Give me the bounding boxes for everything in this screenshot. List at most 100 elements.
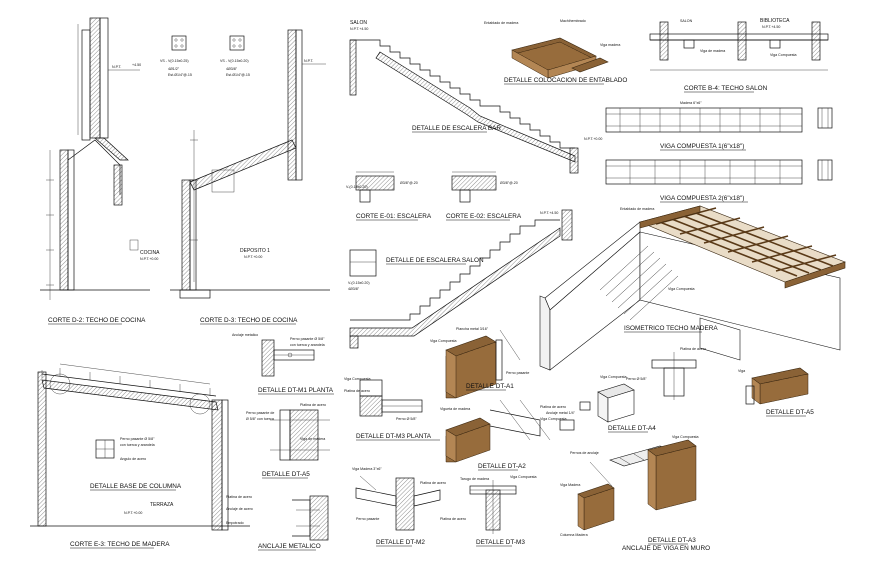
svg-text:VS - V(0.15x0.25): VS - V(0.15x0.25): [160, 59, 189, 63]
svg-text:Viga madera: Viga madera: [600, 43, 620, 47]
svg-text:Platina de acero: Platina de acero: [300, 403, 326, 407]
corte-d3-section: N.P.T. DEPOSITO 1 N.P.T.+0.00 CORTE D-3:…: [170, 29, 330, 325]
corte-b4-section: BIBLIOTECA N.P.T.+4.50 SALON Viga de mad…: [649, 18, 829, 93]
anclaje-metalico-title: ANCLAJE METALICO: [258, 543, 321, 550]
viga-compuesta-1: Madera 6"x6" VIGA COMPUESTA 1(6"x18"): [605, 101, 833, 151]
svg-text:Est.Ø1/4"@.15: Est.Ø1/4"@.15: [168, 73, 192, 77]
svg-text:Viga Compuesta: Viga Compuesta: [770, 53, 797, 57]
svg-text:con tuerca y arandela: con tuerca y arandela: [120, 443, 155, 447]
dt-m3-planta-title: DETALLE DT-M3 PLANTA: [356, 433, 432, 440]
svg-text:V-(0.15x0.20): V-(0.15x0.20): [348, 281, 370, 285]
dt-m1-planta-title: DETALLE DT-M1 PLANTA: [258, 387, 334, 394]
svg-text:Columna Madera: Columna Madera: [560, 533, 588, 537]
dt-m3: Tarugo de madera Viga Compuesta Platina …: [440, 475, 537, 547]
dt-a5-left-title: DETALLE DT-A5: [262, 471, 310, 478]
svg-text:N.P.T.+4.50: N.P.T.+4.50: [762, 25, 780, 29]
svg-text:Entablado de madera: Entablado de madera: [484, 21, 518, 25]
column-details: VS - V(0.15x0.25) 4Ø1/2" Est.Ø1/4"@.15 V…: [160, 35, 250, 77]
svg-text:Pernos de anclaje: Pernos de anclaje: [570, 451, 599, 455]
svg-text:Platina de acero: Platina de acero: [226, 495, 252, 499]
biblioteca-label: BIBLIOTECA: [760, 18, 790, 24]
svg-text:Viga Compuesta: Viga Compuesta: [600, 375, 627, 379]
svg-text:Viga Compuesta: Viga Compuesta: [510, 475, 537, 479]
svg-text:N.P.T.+4.50: N.P.T.+4.50: [540, 211, 558, 215]
svg-text:Viga de madera: Viga de madera: [300, 437, 325, 441]
escalera-bar-detail: SALON N.P.T.+4.50 N.P.T.+0.00 DETALLE DE…: [349, 20, 602, 174]
corte-e02-section: Ø3/8"@.20 CORTE E-02: ESCALERA: [446, 171, 522, 221]
svg-text:Vigueta de madera: Vigueta de madera: [440, 407, 470, 411]
svg-text:Madera 6"x6": Madera 6"x6": [680, 101, 702, 105]
svg-text:4Ø3/8": 4Ø3/8": [348, 287, 360, 291]
svg-text:4Ø1/2": 4Ø1/2": [168, 67, 180, 71]
svg-text:+4.50: +4.50: [132, 63, 141, 67]
dt-a3-subtitle: ANCLAJE DE VIGA EN MURO: [622, 545, 710, 552]
svg-text:Ø3/8"@.20: Ø3/8"@.20: [400, 181, 418, 185]
svg-text:Anclaje metal 1/4": Anclaje metal 1/4": [546, 411, 576, 415]
svg-text:Platina de acero: Platina de acero: [440, 517, 466, 521]
dt-a1: Plancha metal 3/16" Viga Compuesta Perno…: [430, 327, 529, 399]
svg-text:Viga Compuesta: Viga Compuesta: [430, 339, 457, 343]
svg-text:Perno pasante: Perno pasante: [356, 517, 379, 521]
viga-1-title: VIGA COMPUESTA 1(6"x18"): [660, 143, 744, 150]
svg-text:Perno pasante de: Perno pasante de: [246, 411, 274, 415]
dt-m3-planta: Viga Compuesta Platina de acero Perno Ø …: [344, 377, 440, 441]
dt-m3-title: DETALLE DT-M3: [476, 539, 525, 546]
terraza-label: TERRAZA: [150, 502, 174, 508]
bolt-plate-detail: Platina de acero Perno Ø 5/8": [626, 347, 706, 400]
dt-a2-title: DETALLE DT-A2: [478, 463, 526, 470]
svg-text:SALON: SALON: [680, 19, 693, 23]
entablado-title: DETALLE COLOCACION DE ENTABLADO: [504, 77, 627, 84]
dt-a4: Viga Compuesta Anclaje metal 1/4" DETALL…: [546, 375, 656, 433]
dt-a1-title: DETALLE DT-A1: [466, 383, 514, 390]
dt-a2: Vigueta de madera Platina de acero Viga …: [440, 399, 567, 471]
salon-label: SALON: [350, 20, 367, 26]
svg-text:Tarugo de madera: Tarugo de madera: [460, 477, 489, 481]
svg-text:Perno pasante: Perno pasante: [506, 371, 529, 375]
svg-text:Est.Ø1/4"@.15: Est.Ø1/4"@.15: [226, 73, 250, 77]
corte-e3-section: Perno pasante Ø 5/8" con tuerca y arande…: [30, 363, 250, 549]
svg-text:Ø3/8"@.20: Ø3/8"@.20: [500, 181, 518, 185]
dt-m2: Viga Madera 3"x6" Platina de acero Perno…: [352, 467, 446, 547]
svg-text:Viga Madera: Viga Madera: [560, 483, 580, 487]
dt-a5-left: Perno pasante de Ø 5/8" con tuerca Plati…: [246, 403, 330, 479]
dt-a4-title: DETALLE DT-A4: [608, 425, 656, 432]
deposito-label: DEPOSITO 1: [240, 248, 270, 254]
corte-d3-title: CORTE D-3: TECHO DE COCINA: [200, 317, 298, 324]
svg-text:Viga Compuesta: Viga Compuesta: [668, 287, 695, 291]
svg-text:Angulo de acero: Angulo de acero: [120, 457, 146, 461]
dt-m2-title: DETALLE DT-M2: [376, 539, 425, 546]
escalera-salon-detail: V-(0.15x0.20) 4Ø3/8" N.P.T.+4.50 DETALLE…: [348, 209, 573, 349]
svg-text:Perno Ø 5/8": Perno Ø 5/8": [396, 417, 417, 421]
svg-text:Viga Compuesta: Viga Compuesta: [344, 377, 371, 381]
svg-text:Perno Ø 5/8": Perno Ø 5/8": [626, 377, 647, 381]
svg-text:Viga de madera: Viga de madera: [700, 49, 725, 53]
svg-text:N.P.T.+0.00: N.P.T.+0.00: [140, 257, 158, 261]
svg-text:N.P.T.+0.00: N.P.T.+0.00: [584, 137, 602, 141]
svg-text:Viga Compuesta: Viga Compuesta: [672, 435, 699, 439]
dt-a3: Pernos de anclaje Viga Madera Viga Compu…: [560, 435, 710, 552]
svg-text:Plancha metal 3/16": Plancha metal 3/16": [456, 327, 489, 331]
corte-b4-title: CORTE B-4: TECHO SALON: [684, 85, 768, 92]
corte-e01-section: V-(0.15x0.20) Ø3/8"@.20 CORTE E-01: ESCA…: [346, 171, 432, 221]
svg-text:Perno pasante Ø 5/8": Perno pasante Ø 5/8": [290, 337, 325, 341]
cocina-label: COCINA: [140, 250, 160, 256]
svg-text:VS - V(0.15x0.20): VS - V(0.15x0.20): [220, 59, 249, 63]
svg-text:Platina de acero: Platina de acero: [420, 481, 446, 485]
svg-text:Platina de acero: Platina de acero: [344, 389, 370, 393]
isometrico-title: ISOMETRICO TECHO MADERA: [624, 325, 718, 332]
svg-text:Anclaje de acero: Anclaje de acero: [226, 507, 253, 511]
svg-text:Ø 5/8" con tuerca: Ø 5/8" con tuerca: [246, 417, 274, 421]
dt-m1-planta: Perno pasante Ø 5/8" con tuerca y arande…: [232, 333, 334, 395]
svg-text:N.P.T.: N.P.T.: [112, 65, 122, 69]
svg-text:Empotrado: Empotrado: [226, 521, 244, 525]
svg-text:Platina de acero: Platina de acero: [680, 347, 706, 351]
dt-a5-right: Viga DETALLE DT-A5: [738, 367, 814, 417]
corte-e01-title: CORTE E-01: ESCALERA: [356, 213, 432, 220]
anclaje-metalico: Platina de acero Anclaje de acero Empotr…: [226, 495, 329, 551]
svg-text:N.P.T.+0.00: N.P.T.+0.00: [124, 511, 142, 515]
svg-text:4Ø3/8": 4Ø3/8": [226, 67, 238, 71]
svg-text:N.P.T.+4.50: N.P.T.+4.50: [350, 27, 368, 31]
escalera-salon-title: DETALLE DE ESCALERA SALON: [386, 257, 484, 264]
svg-text:con tuerca y arandela: con tuerca y arandela: [290, 343, 325, 347]
escalera-bar-title: DETALLE DE ESCALERA BAR: [412, 125, 501, 132]
